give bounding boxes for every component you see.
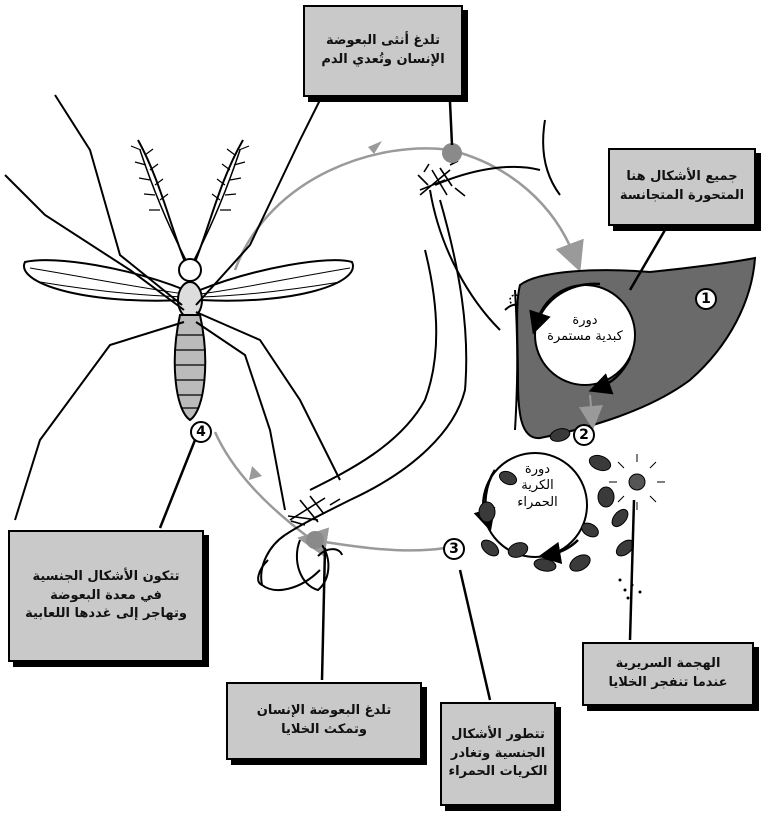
caption-box-liver-forms: جميع الأشكال هنا المتحورة المتجانسة <box>608 148 756 226</box>
human-figure <box>258 120 560 590</box>
caption-line: تتكون الأشكال الجنسية <box>32 568 179 587</box>
mosquito <box>5 90 353 520</box>
step-number-2: 2 <box>573 424 595 446</box>
bite-point-top <box>442 143 462 163</box>
caption-line: الإنسان وتُعدي الدم <box>321 51 444 70</box>
rbc-cycle-arrow <box>548 540 578 555</box>
caption-line: تلدغ أنثى البعوضة <box>326 32 440 51</box>
caption-line: تتطور الأشكال <box>451 726 545 745</box>
caption-line: الجنسية وتغادر <box>451 745 545 764</box>
bite-point-arm <box>306 531 324 549</box>
liver-cycle-label: دورة كبدية مستمرة <box>540 313 630 346</box>
caption-line: الهجمة السريرية <box>616 655 721 674</box>
caption-line: وتهاجر إلى غددها اللعابية <box>25 605 187 624</box>
rbc-cycle-line-2: الكرية <box>505 478 570 494</box>
rbc-cycle-line-3: الحمراء <box>505 495 570 511</box>
caption-box-mosquito-bite-top: تلدغ أنثى البعوضة الإنسان وتُعدي الدم <box>303 5 463 97</box>
step-number-3: 3 <box>443 538 465 560</box>
caption-line: الكريات الحمراء <box>449 763 548 782</box>
rbc-cycle-label: دورة الكرية الحمراء <box>505 462 570 511</box>
mosquito-on-shoulder <box>418 161 465 196</box>
caption-line: عندما تنفجر الخلايا <box>608 674 727 693</box>
cycle-arrowhead <box>249 466 262 480</box>
rbc-cycle-line-1: دورة <box>505 462 570 478</box>
caption-box-clinical-attack: الهجمة السريرية عندما تنفجر الخلايا <box>582 642 754 706</box>
mosquito-on-arm <box>288 496 340 525</box>
caption-box-sexual-forms-leave-rbc: تتطور الأشكال الجنسية وتغادر الكريات الح… <box>440 702 556 806</box>
caption-line: وتمكث الخلايا <box>281 721 367 740</box>
bursting-cell <box>609 454 665 510</box>
cycle-arrowhead <box>368 141 382 154</box>
caption-line: المتحورة المتجانسة <box>620 187 744 206</box>
caption-line: في معدة البعوضة <box>50 587 162 606</box>
caption-box-sexual-forms-mosquito: تتكون الأشكال الجنسية في معدة البعوضة وت… <box>8 530 204 662</box>
step-number-1: 1 <box>695 288 717 310</box>
liver-cycle-line-1: دورة <box>540 313 630 329</box>
caption-line: جميع الأشكال هنا <box>626 168 737 187</box>
liver-cycle-line-2: كبدية مستمرة <box>540 329 630 345</box>
caption-box-mosquito-bites-human: تلدغ البعوضة الإنسان وتمكث الخلايا <box>226 682 422 760</box>
caption-line: تلدغ البعوضة الإنسان <box>257 702 391 721</box>
step-number-4: 4 <box>190 421 212 443</box>
